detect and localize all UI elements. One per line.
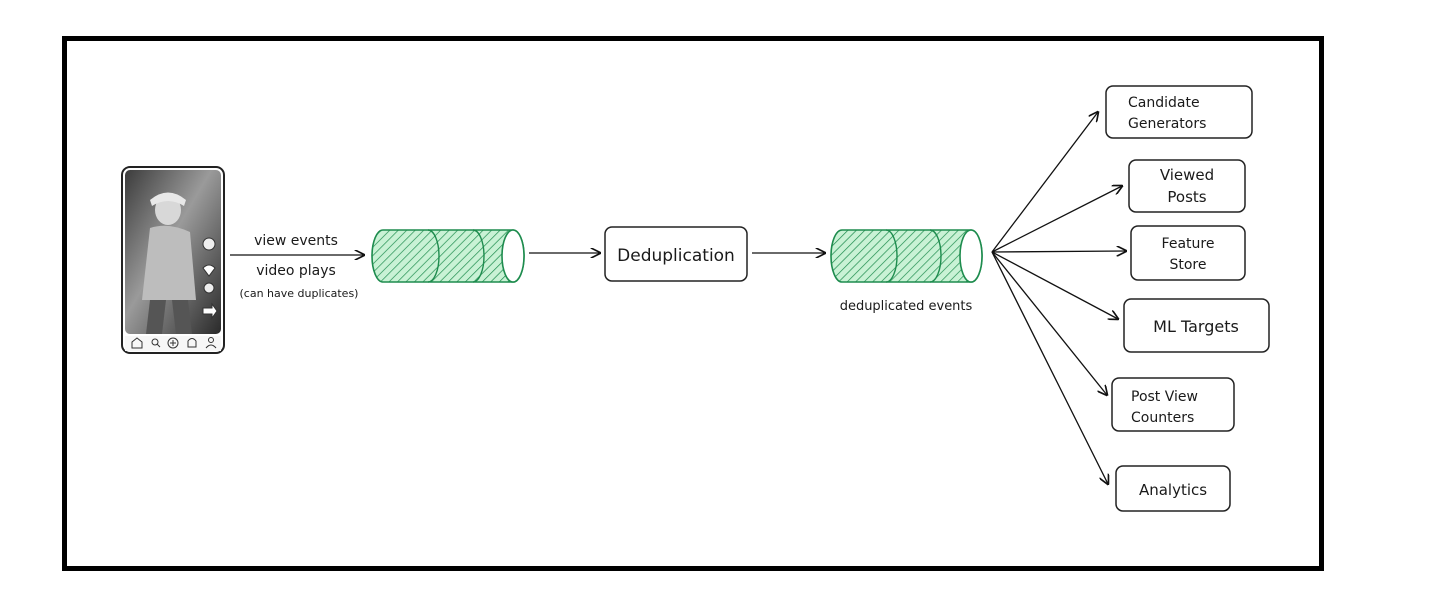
consumer-viewed-posts: Viewed Posts — [1128, 159, 1246, 213]
fanout-edges — [991, 112, 1126, 484]
input-queue — [371, 229, 525, 283]
home-icon[interactable] — [131, 337, 143, 349]
consumer-label: Posts — [1167, 188, 1206, 206]
consumer-ml-targets: ML Targets — [1123, 298, 1270, 353]
consumer-candidate-generators: Candidate Generators — [1105, 85, 1253, 139]
dedup-stage: Deduplication — [604, 226, 748, 282]
phone-nav-bar — [131, 337, 217, 349]
edge-to-post-view-counters — [991, 251, 1107, 395]
edge-to-feature-store — [991, 251, 1126, 252]
consumer-feature-store: Feature Store — [1130, 225, 1246, 281]
consumer-label: Analytics — [1139, 481, 1207, 499]
consumer-label: Store — [1169, 257, 1206, 273]
output-queue — [830, 229, 983, 283]
like-icon[interactable] — [202, 237, 216, 251]
output-queue-label: deduplicated events — [840, 299, 973, 314]
consumer-label: Counters — [1131, 410, 1194, 426]
dedup-label: Deduplication — [617, 246, 735, 266]
consumer-label: Candidate — [1128, 95, 1200, 111]
consumer-label: Feature — [1162, 236, 1215, 252]
heart-icon[interactable] — [202, 264, 216, 277]
share-icon[interactable] — [202, 302, 218, 320]
consumer-label: ML Targets — [1153, 317, 1239, 336]
search-icon[interactable] — [151, 338, 159, 346]
consumer-analytics: Analytics — [1115, 465, 1231, 512]
phone-source — [121, 166, 225, 354]
consumer-label: Generators — [1128, 116, 1206, 132]
duplicates-note: (can have duplicates) — [240, 287, 359, 300]
consumer-post-view-counters: Post View Counters — [1111, 377, 1235, 432]
edge-to-viewed-posts — [991, 186, 1122, 253]
view-events-label: view events — [254, 233, 338, 249]
consumer-label: Viewed — [1160, 166, 1214, 184]
edge-to-candidate-generators — [991, 112, 1098, 253]
bell-icon[interactable] — [187, 338, 197, 348]
consumer-label: Post View — [1131, 389, 1198, 405]
video-plays-label: video plays — [256, 263, 336, 279]
person-image — [142, 192, 196, 334]
profile-icon[interactable] — [208, 337, 214, 343]
edge-to-ml-targets — [991, 251, 1118, 319]
edge-to-analytics — [991, 251, 1108, 484]
comment-icon[interactable] — [203, 282, 215, 294]
add-icon[interactable] — [167, 337, 179, 349]
